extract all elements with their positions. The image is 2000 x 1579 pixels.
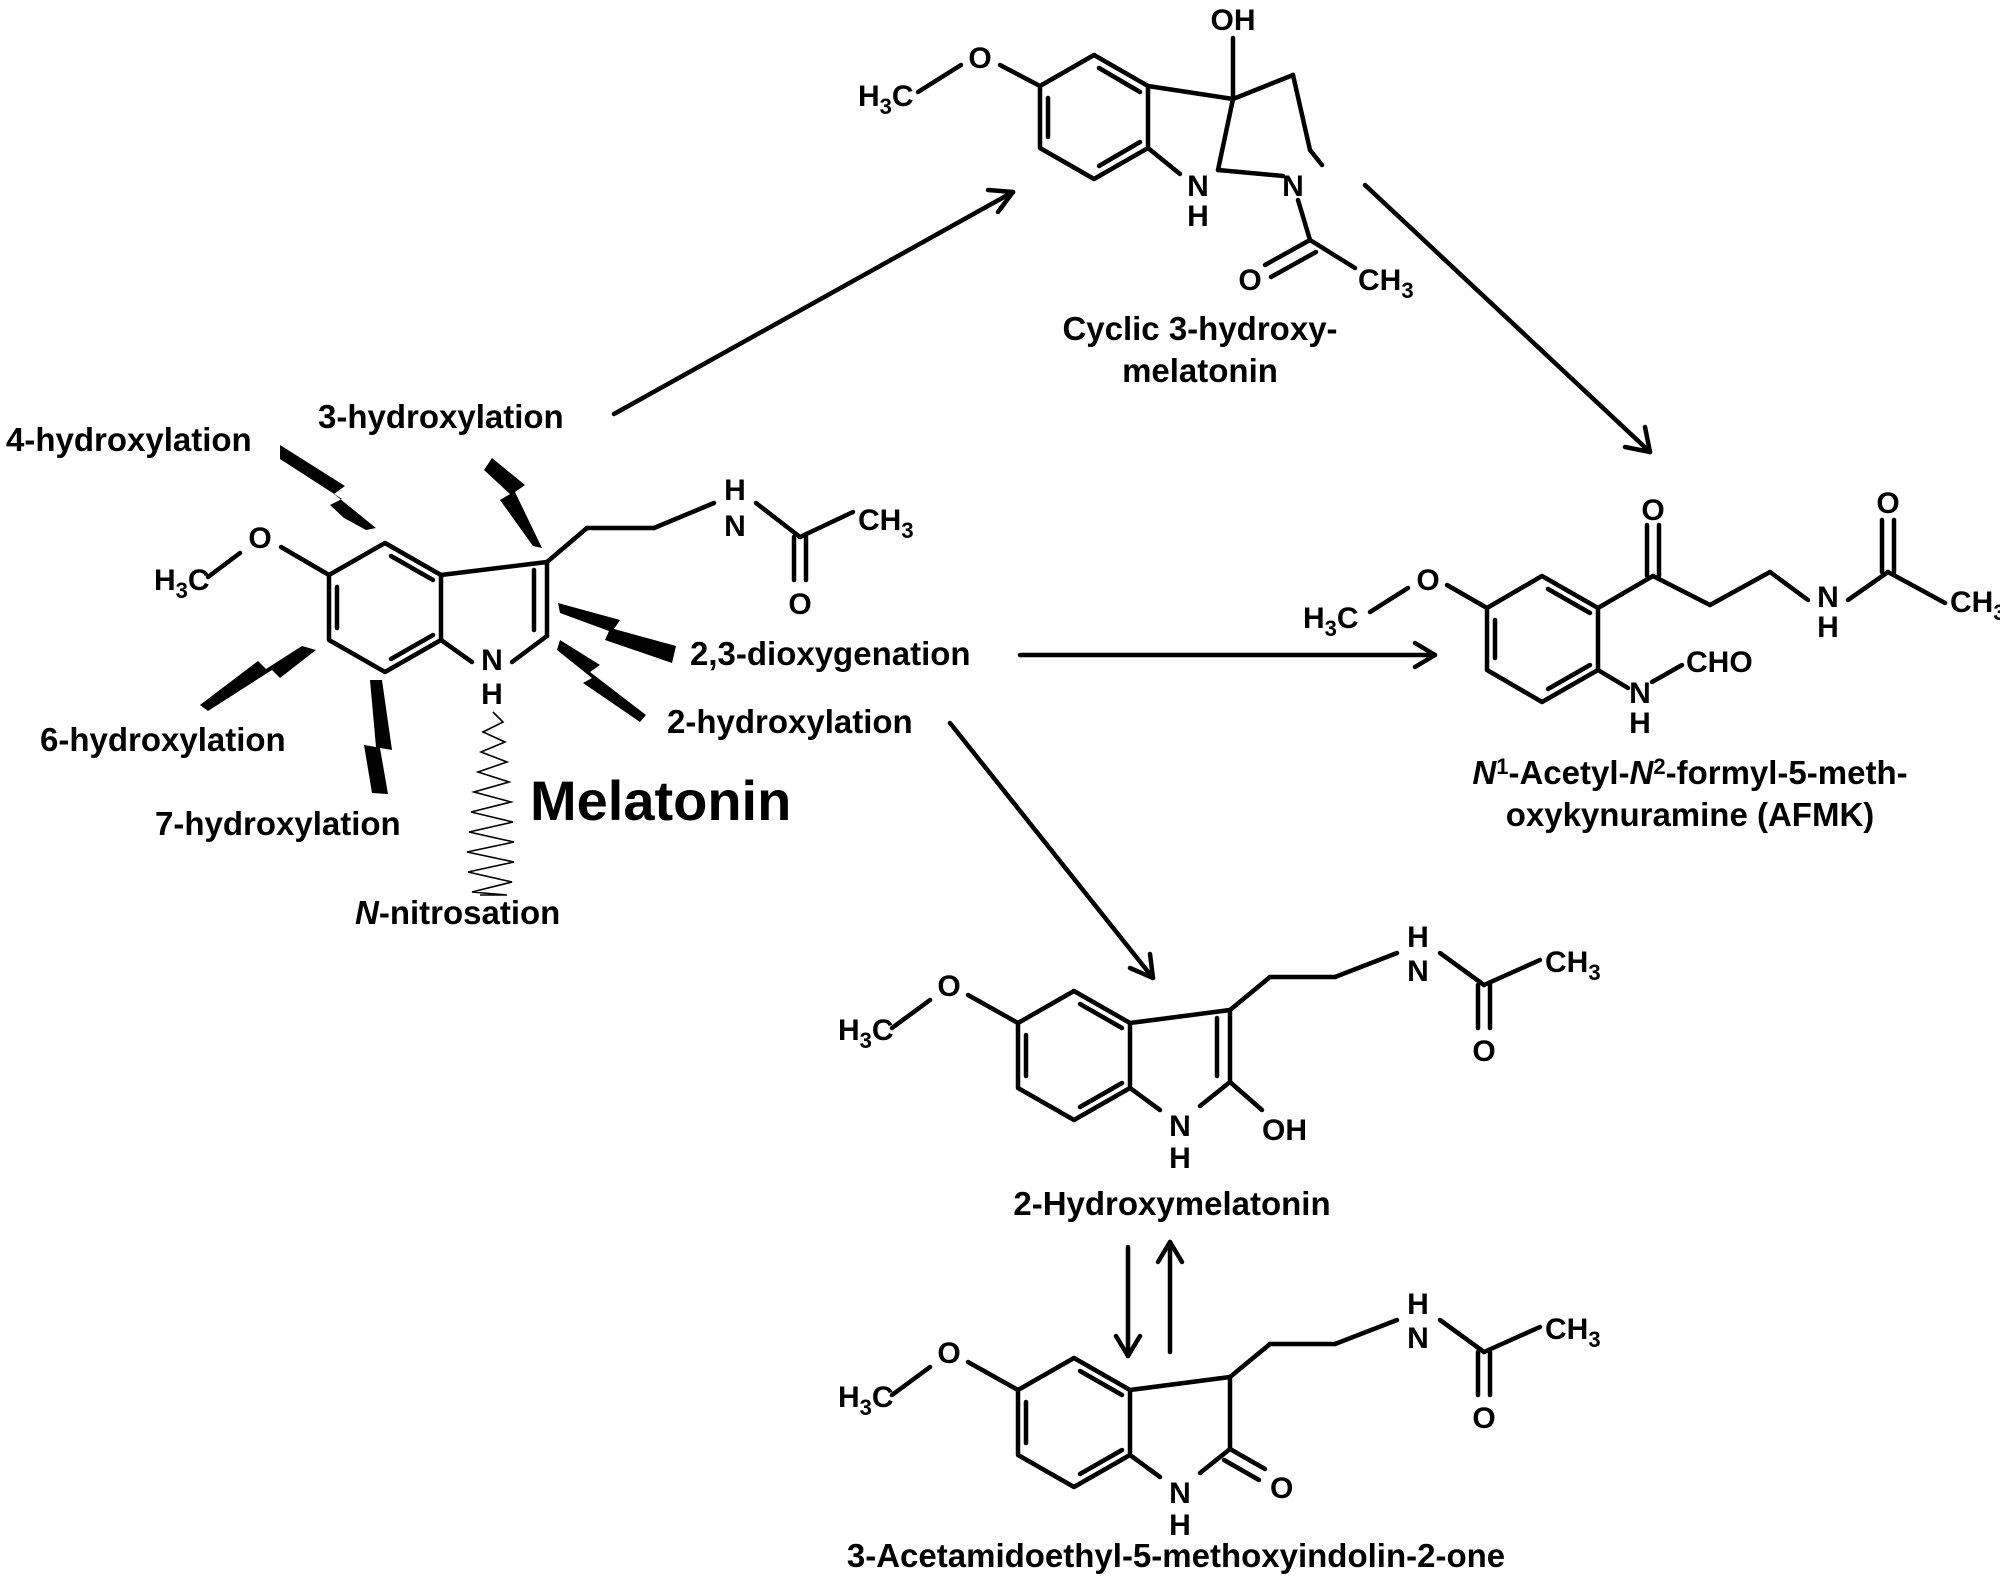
afmk-amide-n: N bbox=[1817, 581, 1839, 614]
io-lactam-n: N bbox=[1169, 1477, 1191, 1510]
bolt-4-hydroxylation bbox=[280, 445, 376, 530]
io-carbonyl-o: O bbox=[1270, 1472, 1293, 1505]
nitrosation-wave bbox=[466, 711, 515, 896]
afmk-formamide-n: N bbox=[1629, 677, 1651, 710]
afmk-name-line1: N1-Acetyl-N2-formyl-5-meth- bbox=[1472, 754, 1907, 791]
melatonin-amide-n: N bbox=[724, 510, 746, 543]
cyclic-carbonyl-o: O bbox=[1238, 264, 1261, 297]
bolt-7-hydroxylation bbox=[364, 680, 392, 794]
label-4-hydroxylation: 4-hydroxylation bbox=[6, 421, 252, 458]
bolt-3-hydroxylation bbox=[484, 458, 542, 548]
arrow-to-2-hydroxymelatonin bbox=[947, 720, 1156, 981]
afmk-amide-h: H bbox=[1817, 611, 1839, 644]
melatonin-indole-h: H bbox=[481, 678, 503, 711]
hm-name: 2-Hydroxymelatonin bbox=[1013, 1185, 1330, 1222]
cyclic-oxygen: O bbox=[968, 42, 991, 75]
label-6-hydroxylation: 6-hydroxylation bbox=[40, 721, 286, 758]
arrow-indolinone-to-hm bbox=[1155, 1239, 1185, 1355]
melatonin-structure bbox=[205, 500, 856, 675]
hm-acetyl-methyl: CH3 bbox=[1545, 946, 1601, 985]
afmk-amide-o: O bbox=[1876, 487, 1899, 520]
io-lactam-h: H bbox=[1169, 1509, 1191, 1542]
afmk-structure bbox=[1367, 517, 1948, 705]
bolt-2-hydroxylation bbox=[557, 640, 646, 722]
melatonin-title: Melatonin bbox=[530, 769, 791, 832]
afmk-methyl: H3C bbox=[1303, 602, 1359, 641]
afmk-ketone-o: O bbox=[1641, 494, 1664, 527]
hm-amide-h: H bbox=[1407, 921, 1429, 954]
arrow-cyclic-to-afmk bbox=[1362, 182, 1653, 455]
hm-hydroxyl: OH bbox=[1262, 1114, 1307, 1147]
io-amide-o: O bbox=[1472, 1402, 1495, 1435]
hm-oxygen: O bbox=[937, 970, 960, 1003]
hm-amide-n: N bbox=[1407, 955, 1429, 988]
melatonin-methyl: H3C bbox=[154, 564, 210, 603]
melatonin-acetyl-methyl: CH3 bbox=[858, 504, 914, 543]
cyclic-acetyl-methyl: CH3 bbox=[1358, 264, 1414, 303]
hm-indole-n: N bbox=[1169, 1110, 1191, 1143]
cyclic-hydroxyl: OH bbox=[1211, 4, 1256, 37]
hm-indole-h: H bbox=[1169, 1142, 1191, 1175]
label-2-hydroxylation: 2-hydroxylation bbox=[667, 703, 913, 740]
2-hydroxymelatonin-structure bbox=[889, 950, 1543, 1123]
melatonin-indole-n: N bbox=[481, 644, 503, 677]
cyclic-3-hydroxymelatonin-structure bbox=[915, 35, 1358, 280]
melatonin-carbonyl-o: O bbox=[788, 588, 811, 621]
melatonin-amide-h: H bbox=[724, 474, 746, 507]
afmk-oxygen: O bbox=[1416, 564, 1439, 597]
label-n-nitrosation: N-nitrosation bbox=[355, 894, 560, 931]
afmk-formyl: CHO bbox=[1686, 646, 1753, 679]
label-2-3-dioxygenation: 2,3-dioxygenation bbox=[690, 635, 971, 672]
bolt-6-hydroxylation bbox=[200, 646, 316, 711]
hm-carbonyl-o: O bbox=[1472, 1035, 1495, 1068]
bolt-dioxygenation bbox=[558, 603, 676, 663]
label-7-hydroxylation: 7-hydroxylation bbox=[155, 805, 401, 842]
cyclic-acyl-n: N bbox=[1282, 170, 1304, 203]
io-oxygen: O bbox=[937, 1337, 960, 1370]
io-methyl: H3C bbox=[838, 1381, 894, 1420]
cyclic-name-line1: Cyclic 3-hydroxy- bbox=[1062, 310, 1337, 347]
melatonin-oxygen: O bbox=[248, 522, 271, 555]
indolinone-structure bbox=[889, 1317, 1543, 1490]
io-amide-h: H bbox=[1407, 1288, 1429, 1321]
io-acetyl-methyl: CH3 bbox=[1545, 1313, 1601, 1352]
hm-methyl: H3C bbox=[838, 1014, 894, 1053]
cyclic-methyl: H3C bbox=[858, 80, 914, 119]
io-amide-n: N bbox=[1407, 1322, 1429, 1355]
arrow-to-cyclic bbox=[611, 187, 1016, 417]
io-name: 3-Acetamidoethyl-5-methoxyindolin-2-one bbox=[847, 1537, 1505, 1574]
afmk-formamide-h: H bbox=[1629, 707, 1651, 740]
afmk-name-line2: oxykynuramine (AFMK) bbox=[1506, 796, 1875, 833]
cyclic-nh-h: H bbox=[1187, 200, 1209, 233]
label-3-hydroxylation: 3-hydroxylation bbox=[318, 398, 564, 435]
arrow-hm-to-indolinone bbox=[1113, 1244, 1143, 1359]
cyclic-name-line2: melatonin bbox=[1122, 352, 1278, 389]
cyclic-nh-n: N bbox=[1187, 170, 1209, 203]
afmk-acetyl-methyl: CH3 bbox=[1950, 586, 2000, 625]
arrow-to-afmk bbox=[1017, 640, 1438, 670]
